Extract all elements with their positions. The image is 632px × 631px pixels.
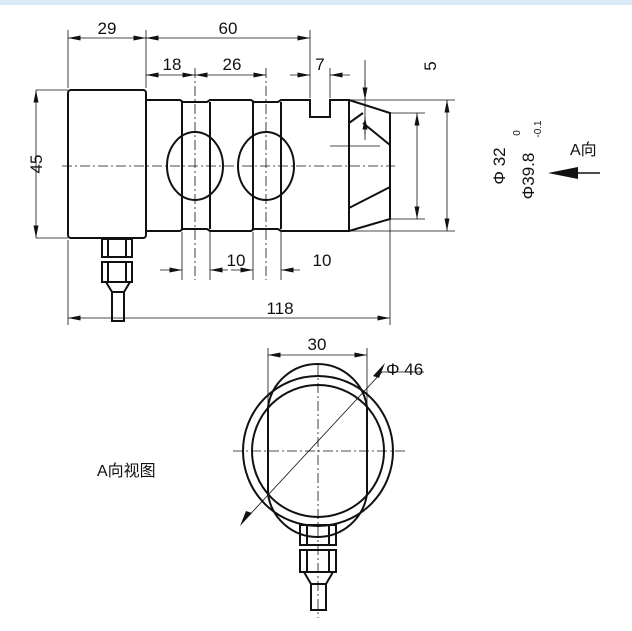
cable-connector-end — [299, 524, 337, 611]
cone — [348, 99, 391, 232]
view-title: A向视图 — [97, 462, 156, 480]
dim-phi39-8: Φ39.8 — [519, 153, 538, 200]
top-bar — [0, 0, 632, 5]
dim-18: 18 — [163, 55, 182, 74]
dim-phi32: Φ 32 — [490, 147, 509, 184]
bar-outline — [146, 99, 350, 232]
direction-label: A向 — [570, 141, 597, 159]
end-view — [233, 348, 424, 618]
dim-7: 7 — [315, 55, 324, 74]
dim-26: 26 — [223, 55, 242, 74]
dim-10a: 10 — [227, 251, 246, 270]
housing — [67, 89, 147, 239]
dim-phi46: Φ 46 — [386, 360, 423, 379]
dim-5: 5 — [421, 61, 440, 70]
dim-29: 29 — [98, 19, 117, 38]
cable-connector — [101, 238, 133, 322]
dim-10b: 10 — [313, 251, 332, 270]
side-view — [33, 30, 600, 325]
tol-lower: -0.1 — [533, 120, 544, 138]
flat-body — [267, 363, 368, 538]
dim-118: 118 — [266, 299, 293, 318]
tol-upper: 0 — [512, 130, 523, 136]
dim-60: 60 — [219, 19, 238, 38]
dim-30: 30 — [308, 335, 327, 354]
dim-45: 45 — [27, 155, 46, 174]
